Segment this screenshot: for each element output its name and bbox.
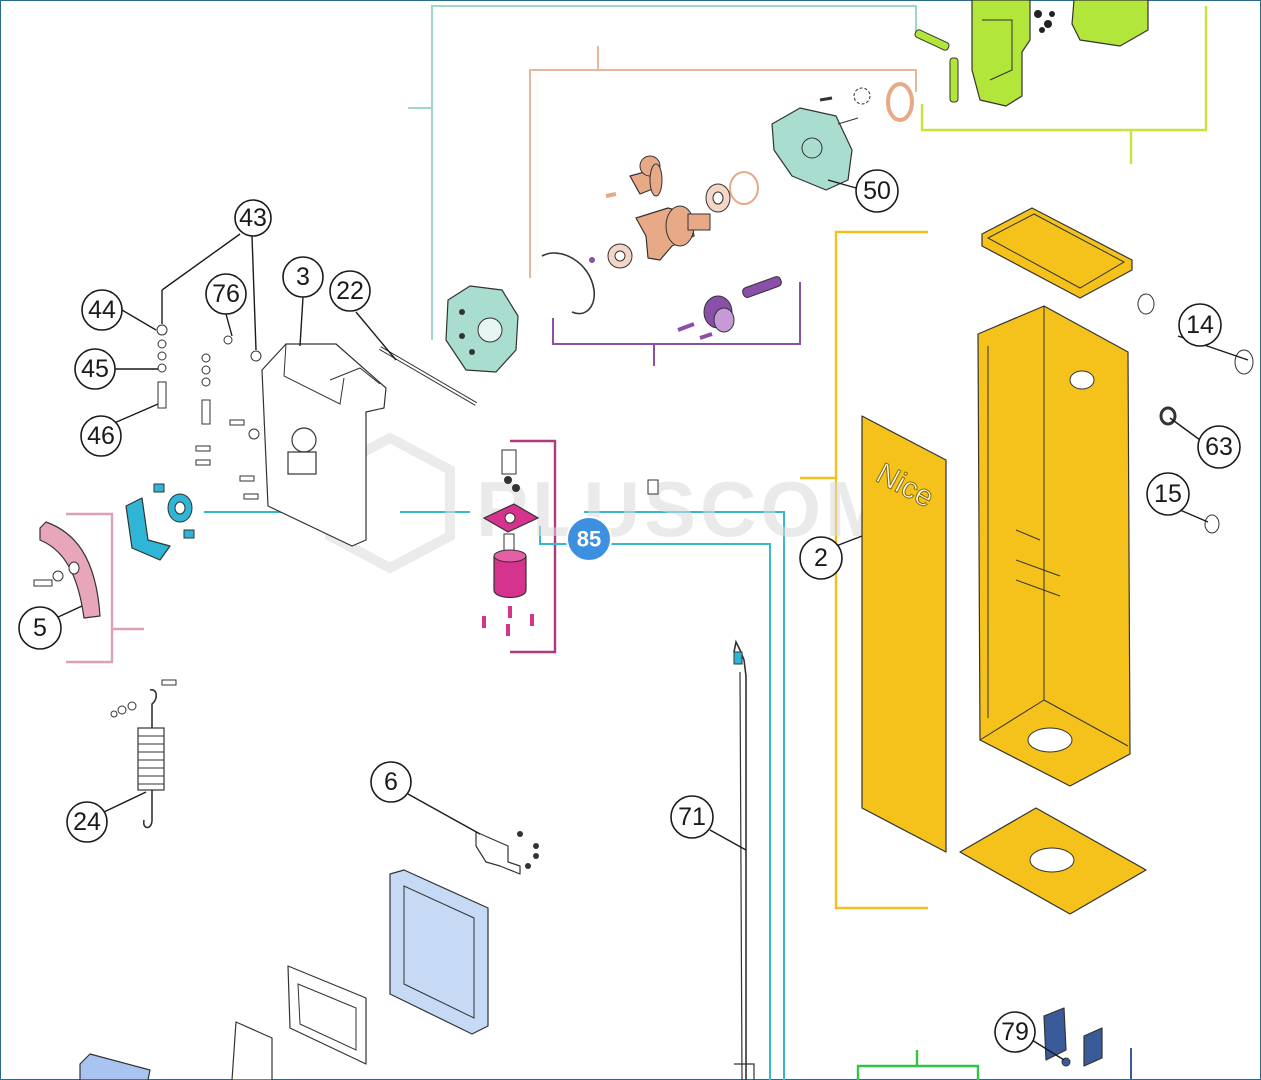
callout-3[interactable]: 3 (282, 256, 324, 298)
callout-71-label: 71 (678, 803, 706, 831)
callout-2[interactable]: 2 (799, 536, 843, 580)
callout-45-label: 45 (81, 355, 109, 383)
callout-24-label: 24 (73, 808, 101, 836)
hotspot-badge-label: 85 (577, 527, 601, 552)
callout-63-label: 63 (1205, 433, 1233, 461)
cam-assembly (125, 483, 195, 561)
callout-5-label: 5 (33, 614, 47, 642)
callout-22[interactable]: 22 (329, 270, 371, 312)
cam-plate (33, 521, 101, 619)
callout-50[interactable]: 50 (855, 169, 899, 213)
cable-harness (733, 639, 755, 1080)
cabinet-assembly: Nice (861, 207, 1254, 915)
callout-6-label: 6 (384, 768, 398, 796)
callout-46[interactable]: 46 (80, 415, 122, 457)
callout-14-label: 14 (1186, 311, 1214, 339)
callout-15[interactable]: 15 (1146, 472, 1190, 516)
motor-assembly (482, 449, 659, 636)
gear-housing-cover (771, 82, 914, 191)
callout-79-label: 79 (1001, 1018, 1029, 1046)
callout-76[interactable]: 76 (205, 273, 247, 315)
callout-43-label: 43 (239, 204, 267, 232)
callout-79[interactable]: 79 (994, 1011, 1036, 1053)
callout-14[interactable]: 14 (1178, 303, 1222, 347)
callout-15-label: 15 (1154, 480, 1182, 508)
tension-spring (110, 679, 177, 829)
small-bracket (475, 831, 539, 875)
callout-43[interactable]: 43 (234, 199, 272, 237)
callout-50-label: 50 (863, 177, 891, 205)
group-lines (66, 5, 1208, 1080)
callout-3-label: 3 (296, 263, 310, 291)
gear-housing-base (445, 285, 519, 373)
gear-set (605, 155, 759, 269)
callout-71[interactable]: 71 (670, 795, 714, 839)
callout-22-label: 22 (336, 277, 364, 305)
control-box (79, 869, 489, 1080)
mounting-clips (1043, 1007, 1103, 1067)
drive-shaft-parts (541, 252, 782, 340)
gearbox-assembly (914, 0, 1149, 107)
callout-63[interactable]: 63 (1197, 425, 1241, 469)
callout-24[interactable]: 24 (66, 801, 108, 843)
hotspot-badge-85[interactable]: 85 (566, 516, 612, 562)
callout-46-label: 46 (87, 422, 115, 450)
main-frame-plate (261, 343, 478, 547)
callout-5[interactable]: 5 (18, 606, 62, 650)
callout-6[interactable]: 6 (370, 761, 412, 803)
leader-lines (55, 179, 1249, 1061)
callout-2-label: 2 (814, 544, 828, 572)
callout-44[interactable]: 44 (81, 289, 123, 331)
callout-45[interactable]: 45 (74, 348, 116, 390)
callout-44-label: 44 (88, 296, 116, 324)
bolts-and-washers (156, 324, 262, 500)
callout-76-label: 76 (212, 280, 240, 308)
